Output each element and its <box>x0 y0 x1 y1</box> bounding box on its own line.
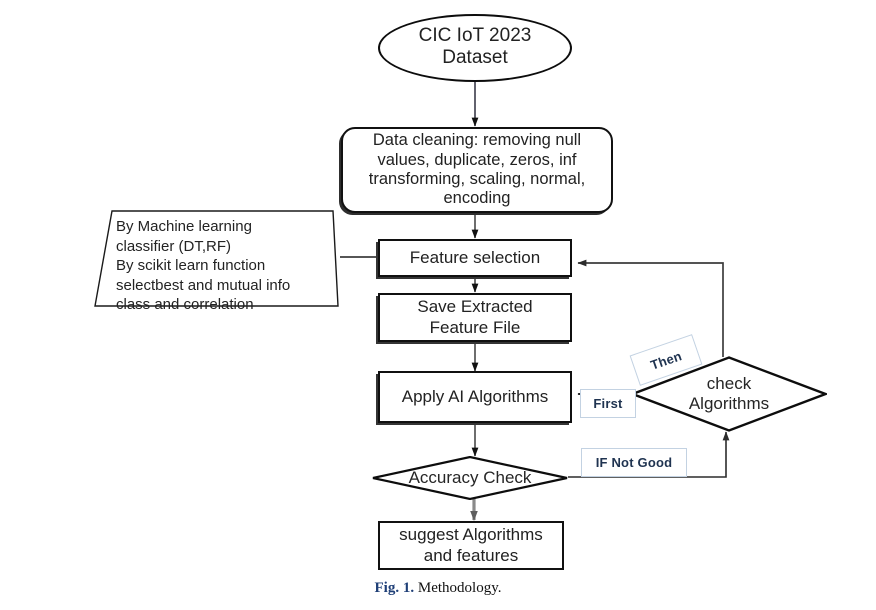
methods-note-line-1: By Machine learning <box>116 218 252 235</box>
node-suggest[interactable]: suggest Algorithms and features <box>378 521 564 570</box>
methods-note-line-4: selectbest and mutual info <box>116 276 291 294</box>
node-dataset-label: CIC IoT 2023 Dataset <box>418 24 532 68</box>
node-methods-note-text: By Machine learning classifier (DT,RF) B… <box>116 217 330 315</box>
node-save-features[interactable]: Save Extracted Feature File <box>378 293 572 342</box>
edge-label-first[interactable]: First <box>580 389 636 418</box>
figure-caption-text: Methodology. <box>414 580 502 596</box>
node-feature-selection-label: Feature selection <box>409 247 541 267</box>
node-check-algorithms[interactable]: check Algorithms <box>631 356 827 432</box>
node-data-cleaning-label: Data cleaning: removing null values, dup… <box>368 131 586 208</box>
node-feature-selection[interactable]: Feature selection <box>378 239 572 277</box>
diamond-shape-check <box>631 356 827 432</box>
edge-check-to-feature-selection-then <box>577 259 724 357</box>
node-dataset[interactable]: CIC IoT 2023 Dataset <box>378 14 572 82</box>
figure-caption: Fig. 1. Methodology. <box>0 580 876 597</box>
node-data-cleaning[interactable]: Data cleaning: removing null values, dup… <box>341 127 613 213</box>
methods-note-line-3: By scikit learn function <box>116 257 266 274</box>
node-check-algorithms-label: check Algorithms <box>688 374 770 413</box>
edge-label-if-not-good-text: IF Not Good <box>595 455 673 470</box>
diamond-shape-accuracy <box>372 456 568 500</box>
trapezoid-shape <box>94 210 339 307</box>
edge-label-if-not-good[interactable]: IF Not Good <box>581 448 687 477</box>
figure-number: Fig. 1. <box>374 580 415 596</box>
node-apply-ai-label: Apply AI Algorithms <box>401 386 549 406</box>
edge-label-then-text: Then <box>648 347 684 373</box>
methods-note-line-5: class and correlation <box>116 296 254 313</box>
node-suggest-label: suggest Algorithms and features <box>399 525 543 565</box>
methods-note-line-2: classifier (DT,RF) <box>116 237 231 255</box>
node-save-features-label: Save Extracted Feature File <box>417 297 533 337</box>
node-accuracy-check-label: Accuracy Check <box>408 468 532 488</box>
node-methods-note[interactable]: By Machine learning classifier (DT,RF) B… <box>90 209 340 313</box>
node-apply-ai[interactable]: Apply AI Algorithms <box>378 371 572 423</box>
edge-label-first-text: First <box>593 396 623 411</box>
node-accuracy-check[interactable]: Accuracy Check <box>372 456 568 500</box>
